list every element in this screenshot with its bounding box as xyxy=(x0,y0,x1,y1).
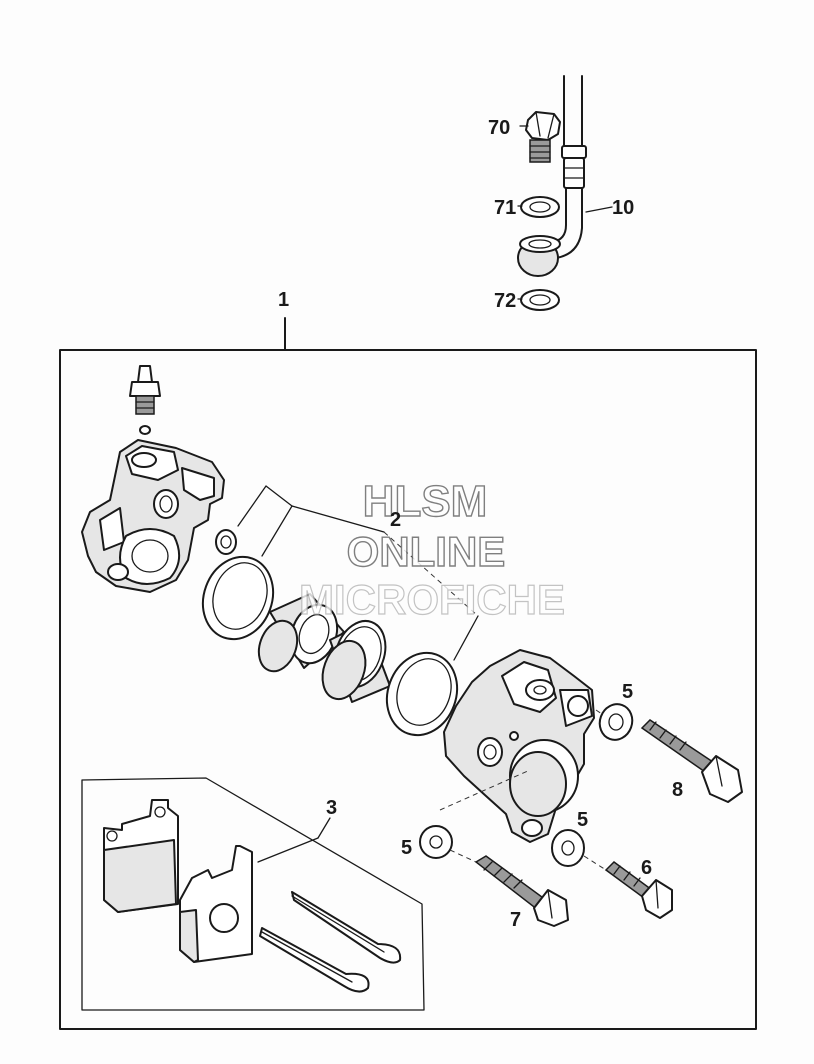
cotter-pin-upper xyxy=(291,891,402,964)
callout-3: 3 xyxy=(326,797,337,819)
caliper-half-left xyxy=(81,439,225,593)
callout-1: 1 xyxy=(278,289,289,311)
brake-pad-1 xyxy=(103,799,179,913)
callout-72: 72 xyxy=(494,290,516,312)
seal-ring xyxy=(385,651,459,737)
bolt-7 xyxy=(474,855,569,927)
caliper-body xyxy=(443,649,595,843)
cotter-pin-lower xyxy=(259,927,370,993)
sealing-washer-71 xyxy=(520,196,560,218)
brake-hose-10 xyxy=(551,75,587,259)
bleeder-valve xyxy=(129,365,161,435)
bolt-6 xyxy=(604,861,673,919)
bolt-8 xyxy=(640,719,743,803)
callout-5-upper: 5 xyxy=(622,681,633,703)
watermark-line-1: HLSM xyxy=(363,477,488,526)
washer-5-upper xyxy=(598,703,634,741)
watermark-line-3: MICROFICHE xyxy=(299,576,565,623)
callout-5-right: 5 xyxy=(577,809,588,831)
watermark: HLSM ONLINE MICROFICHE xyxy=(298,476,565,623)
small-o-ring xyxy=(215,529,237,555)
banjo-bolt-70 xyxy=(525,111,561,163)
washer-5-right xyxy=(551,829,585,867)
piston xyxy=(321,620,391,703)
washer-5-left xyxy=(419,825,453,859)
callout-2: 2 xyxy=(390,509,401,531)
brake-pad-2 xyxy=(179,845,253,963)
seal-kit-leader-2 xyxy=(237,485,479,661)
callout-8: 8 xyxy=(672,779,683,801)
callout-7: 7 xyxy=(510,909,521,931)
callout-6: 6 xyxy=(641,857,652,879)
piston-seal xyxy=(201,555,275,641)
callout-71: 71 xyxy=(494,197,516,219)
pad-kit-frame xyxy=(81,777,425,1011)
banjo-fitting xyxy=(517,235,561,277)
sealing-washer-72 xyxy=(520,289,560,311)
callout-10: 10 xyxy=(612,197,634,219)
callout-70: 70 xyxy=(488,117,510,139)
watermark-line-2: ONLINE xyxy=(347,528,506,575)
callout-5-left: 5 xyxy=(401,837,412,859)
leader-10 xyxy=(585,206,613,213)
caliper-assembly-frame xyxy=(59,349,757,1030)
